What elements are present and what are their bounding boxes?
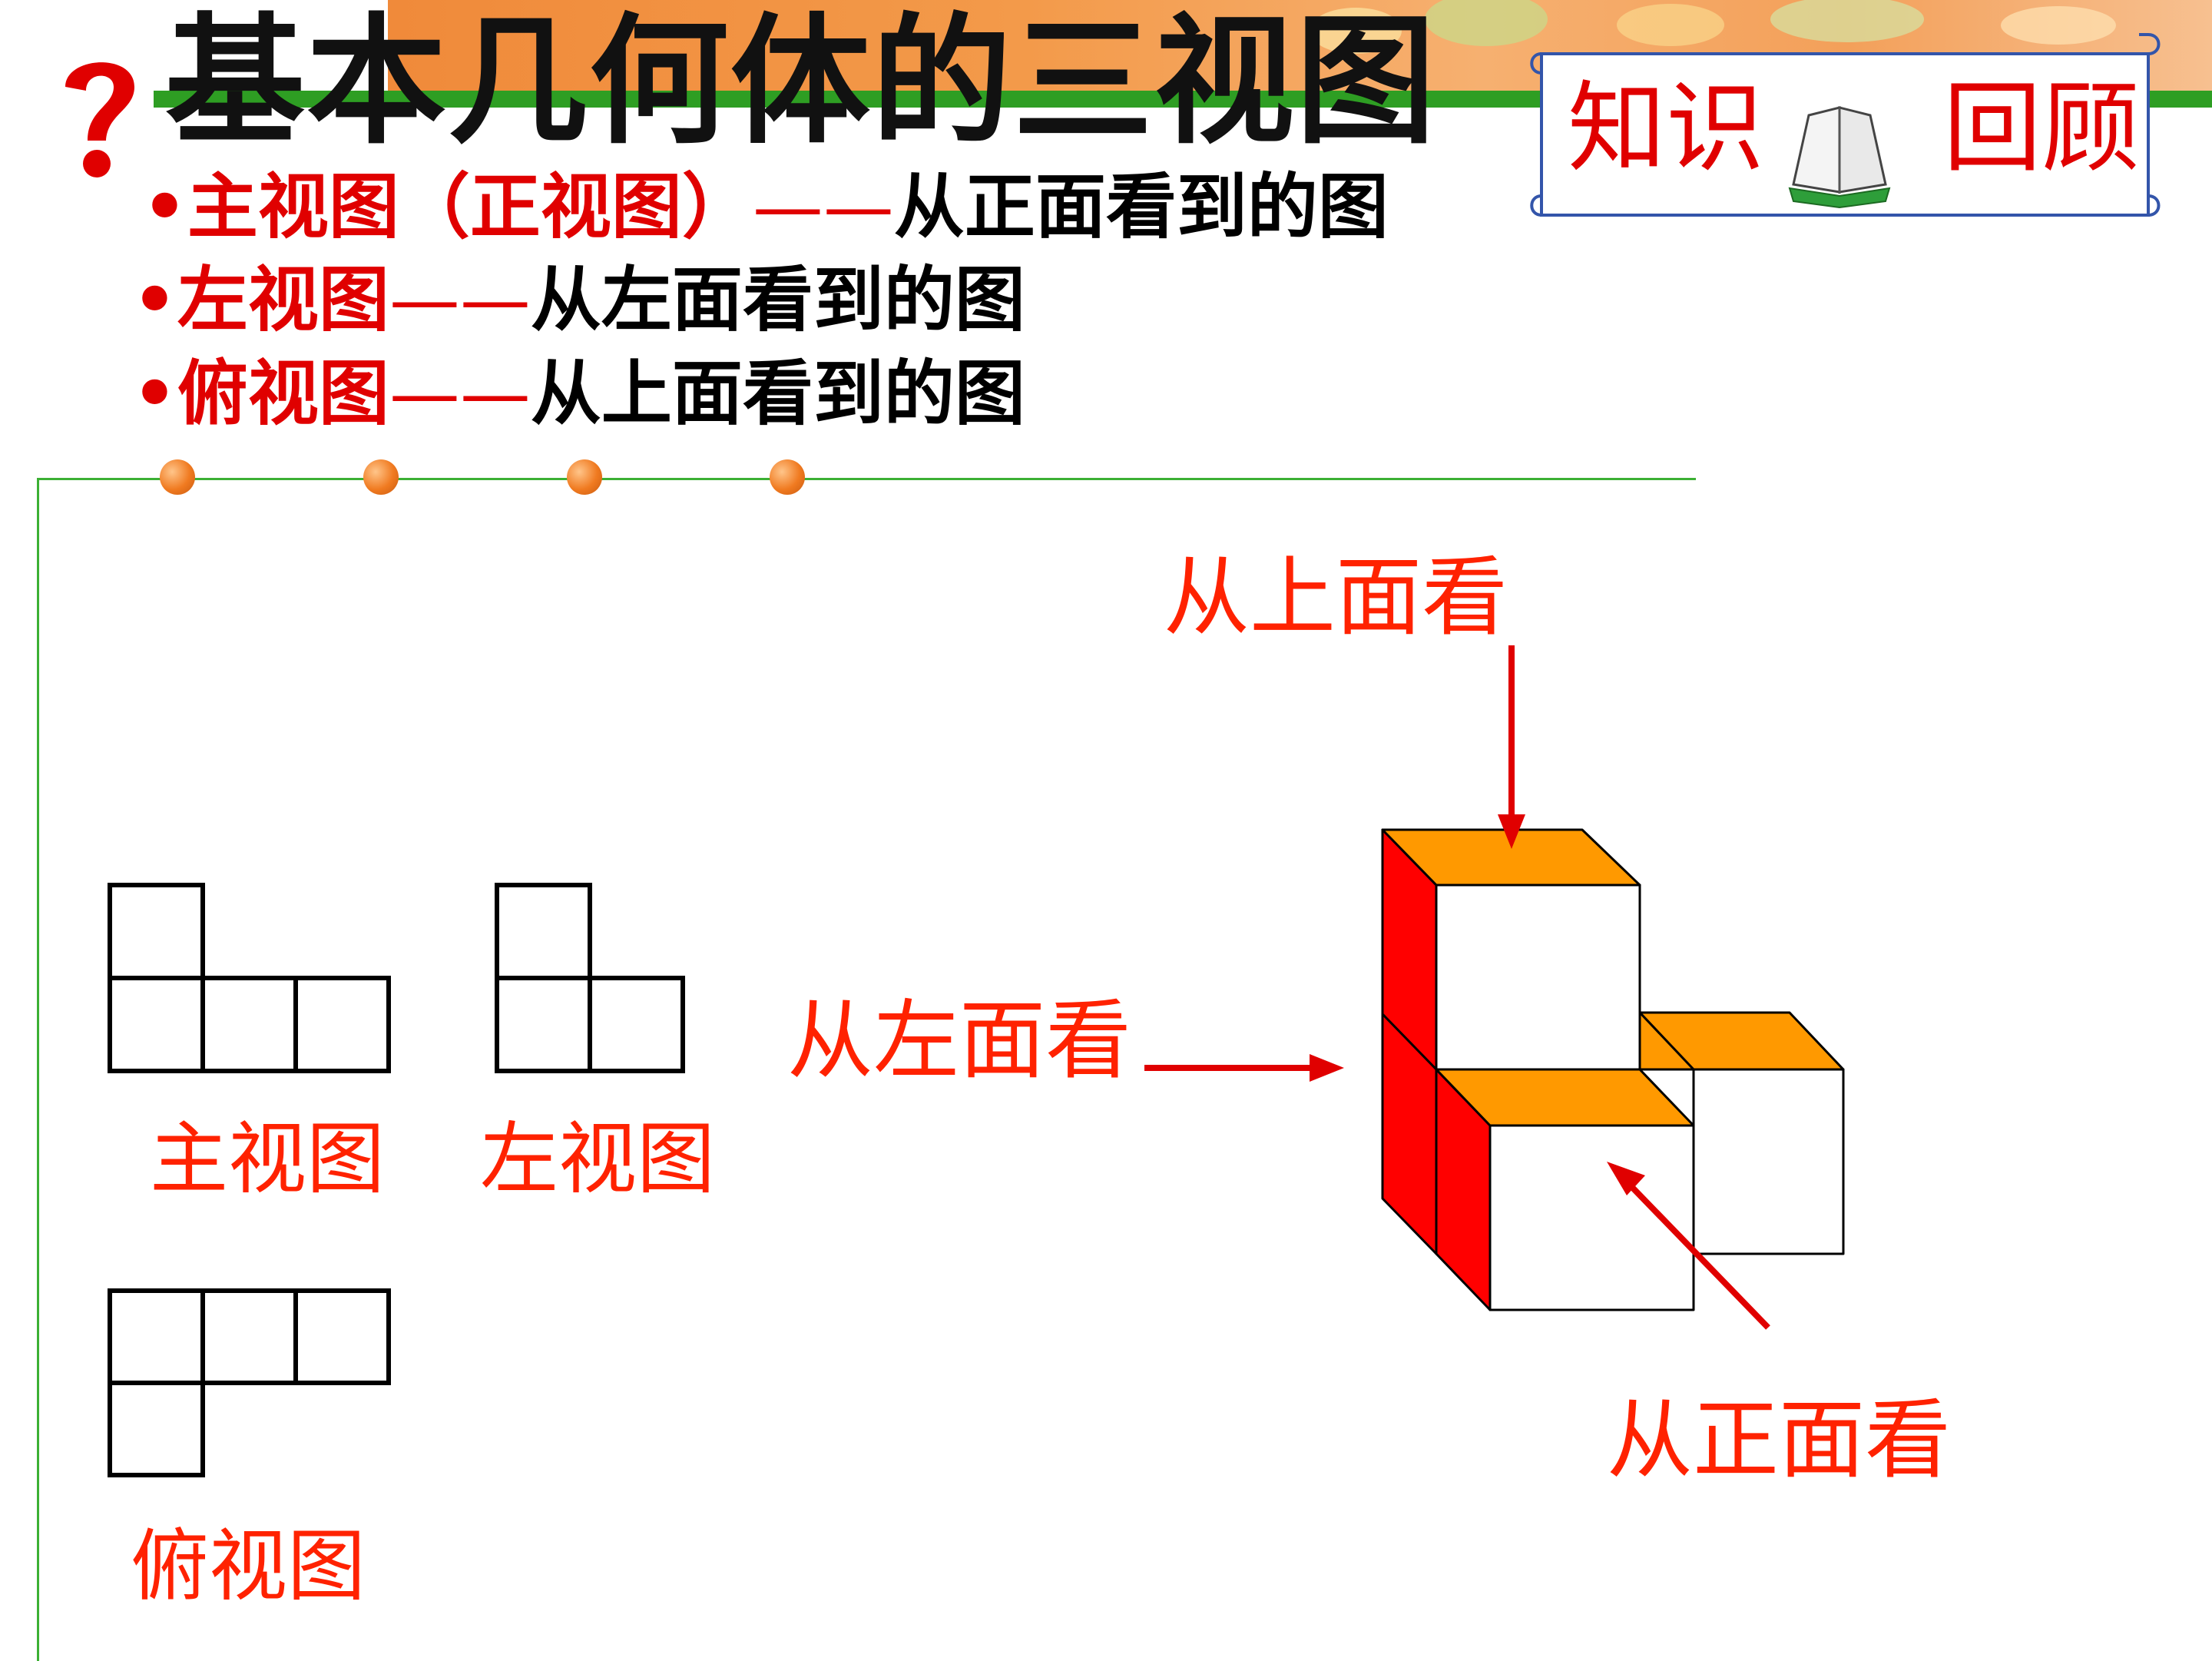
orange-dot [770,459,805,495]
bullet: • [132,353,177,435]
cube-front-face [1692,1068,1845,1255]
arrow-from-top-head [1498,814,1525,849]
three-views-drawing [108,883,685,1477]
badge-left-text: 知识 [1568,71,1765,186]
term: 左视图 [177,259,389,341]
bullet: • [142,166,187,248]
horizontal-rule [37,478,1696,480]
cube-solid-drawing [1144,645,1845,1330]
header-banner [388,0,2212,101]
orange-dot [160,459,195,495]
description: 从正面看到的图 [893,166,1389,248]
orange-dot [363,459,399,495]
front-view-label: 主视图 [150,1114,385,1205]
from-front-label: 从正面看 [1607,1391,1951,1490]
arrow-from-front [1622,1177,1770,1330]
from-left-label: 从左面看 [787,991,1131,1091]
left-view-grid [495,883,685,1073]
top-view-label: 俯视图 [131,1521,366,1613]
arrow-from-left-head [1310,1054,1344,1082]
description: 从左面看到的图 [530,259,1025,341]
question-mark-icon [65,62,134,177]
open-book-icon [1788,106,1891,209]
knowledge-review-badge: 知识 回顾 [1525,31,2166,227]
definition-front-view: •主视图（正视图）——从正面看到的图 [142,165,1389,250]
orange-dot [567,459,602,495]
cube-front-face [1435,884,1641,1071]
bullet: • [132,259,177,341]
scroll-frame [1530,33,2161,217]
dash: —— [752,166,894,248]
left-view-label: 左视图 [480,1114,715,1205]
top-view-grid [108,1288,391,1477]
arrow-from-front-head [1607,1162,1645,1195]
definition-left-view: •左视图——从左面看到的图 [132,258,1025,343]
term: 俯视图 [177,353,389,435]
dash: —— [389,353,531,435]
badge-right-text: 回顾 [1943,71,2141,186]
definition-top-view: •俯视图——从上面看到的图 [132,352,1025,436]
cube-front-face [1488,1124,1695,1311]
dash: —— [389,259,531,341]
front-view-grid [108,883,391,1073]
term: 主视图（正视图） [187,166,753,248]
page-title: 基本几何体的三视图 [165,0,1437,163]
from-top-label: 从上面看 [1164,548,1508,648]
vertical-rule [37,478,39,1661]
description: 从上面看到的图 [530,353,1025,435]
